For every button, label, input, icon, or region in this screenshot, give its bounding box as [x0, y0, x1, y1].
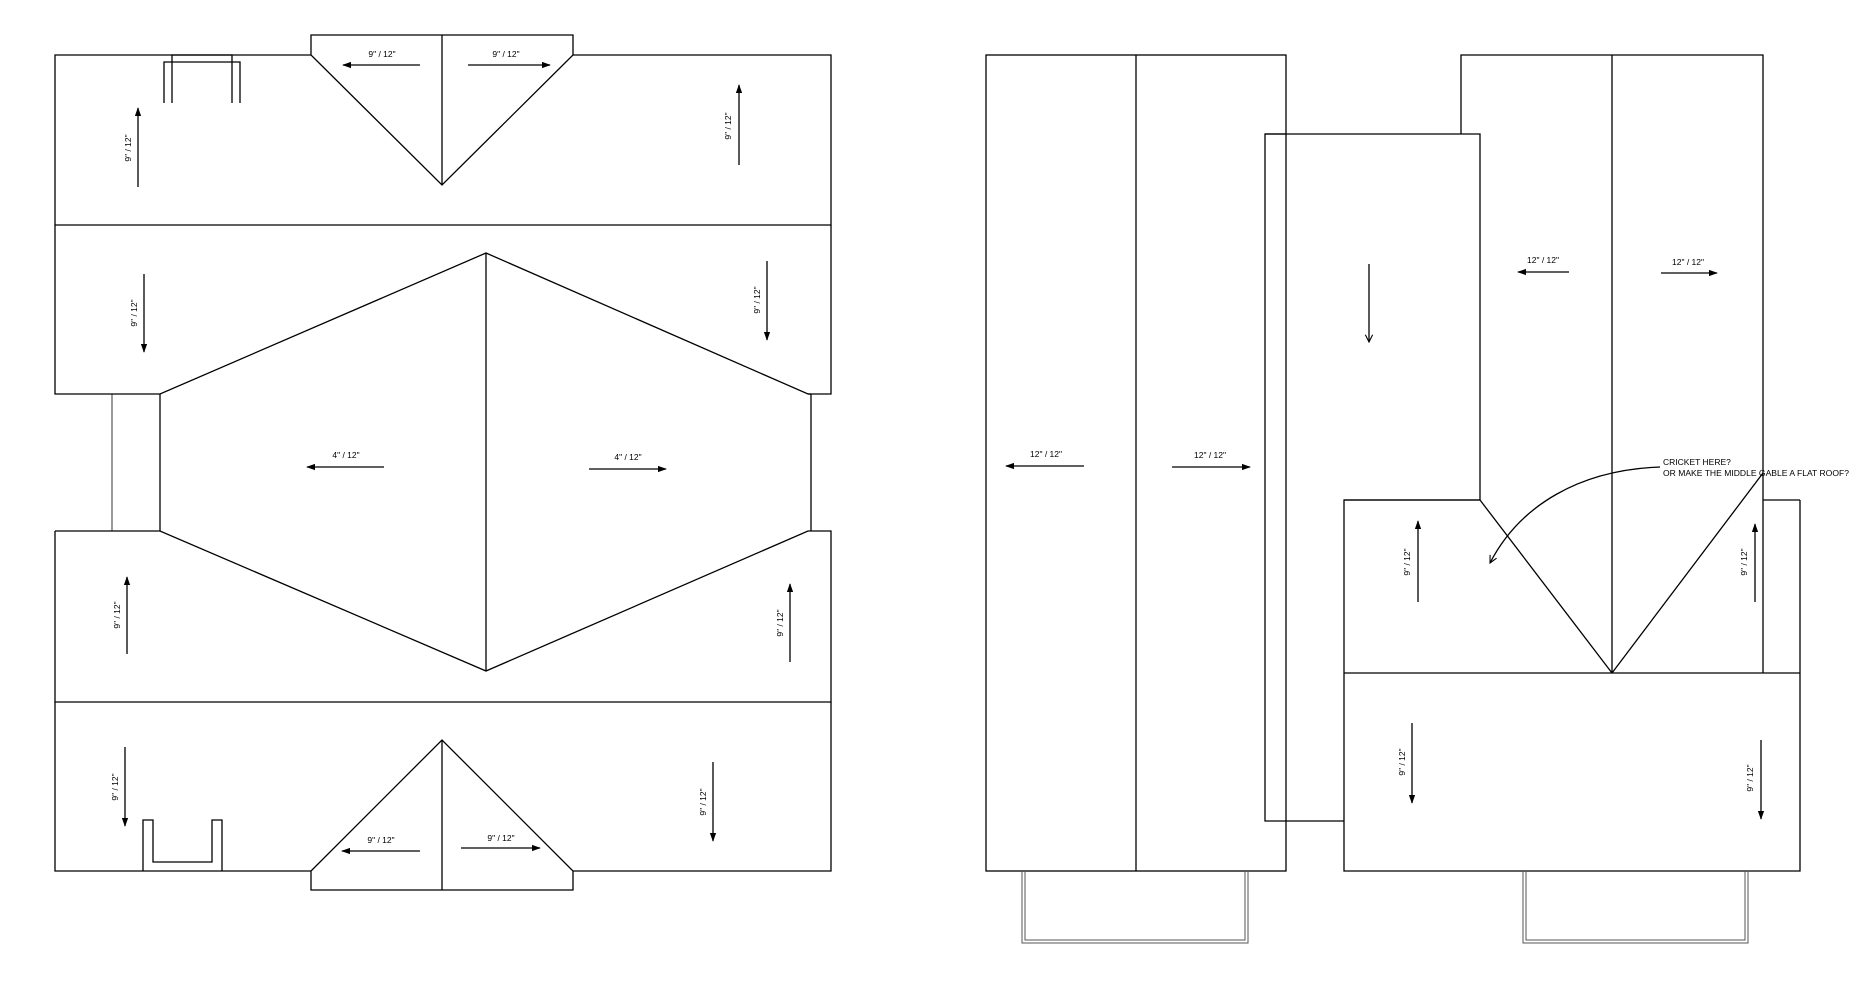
pitch-label: 9" / 12" — [752, 286, 762, 313]
chimney-bottom — [142, 819, 223, 871]
pitch-label: 9" / 12" — [698, 788, 708, 815]
bottom-gable-outline — [310, 739, 574, 891]
pitch-label: 9" / 12" — [367, 835, 394, 845]
pitch-label: 9" / 12" — [487, 833, 514, 843]
pitch-label: 9" / 12" — [1745, 764, 1755, 791]
pitch-label: 9" / 12" — [492, 49, 519, 59]
pitch-label: 9" / 12" — [112, 601, 122, 628]
right-porch-outer — [1522, 871, 1749, 944]
left-roof-plan: 9" / 12" 9" / 12" 9" / 12" 9" / 12" 9" /… — [54, 34, 832, 891]
pitch-label: 4" / 12" — [332, 450, 359, 460]
valley-left — [1479, 499, 1613, 674]
pitch-label: 9" / 12" — [110, 773, 120, 800]
upper-mid-outline — [54, 225, 832, 395]
cricket-note-line2: OR MAKE THE MIDDLE GABLE A FLAT ROOF? — [1663, 468, 1849, 478]
middle-gable-outline — [1264, 133, 1344, 822]
chimney-top — [163, 61, 241, 103]
right-porch-inner — [1525, 871, 1746, 941]
valley-right — [1611, 472, 1764, 674]
cricket-note-line1: CRICKET HERE? — [1663, 457, 1731, 467]
middle-gable-right-edge — [1265, 133, 1481, 501]
pitch-label: 9" / 12" — [1397, 748, 1407, 775]
bottom-strip-outline-right — [573, 702, 832, 872]
pitch-label: 9" / 12" — [129, 299, 139, 326]
pitch-label: 9" / 12" — [368, 49, 395, 59]
pitch-label: 9" / 12" — [1739, 548, 1749, 575]
pitch-label: 12" / 12" — [1030, 449, 1062, 459]
left-porch-outer — [1021, 871, 1249, 944]
cricket-area-outline — [1343, 499, 1801, 872]
pitch-label: 9" / 12" — [775, 609, 785, 636]
top-gable-outline — [310, 34, 574, 186]
bottom-strip-outline — [54, 702, 311, 872]
pitch-label: 12" / 12" — [1672, 257, 1704, 267]
right-roof-plan: 12" / 12" 12" / 12" 12" / 12" 12" / 12" … — [985, 54, 1849, 944]
top-strip-outline — [54, 54, 832, 226]
pitch-label: 12" / 12" — [1527, 255, 1559, 265]
left-porch-inner — [1024, 871, 1246, 941]
pitch-label: 9" / 12" — [123, 134, 133, 161]
chimney-top-inner — [171, 54, 233, 103]
pitch-label: 4" / 12" — [614, 452, 641, 462]
pitch-label: 9" / 12" — [723, 112, 733, 139]
lower-mid-outline — [54, 530, 832, 703]
cricket-note-leader — [1489, 466, 1661, 563]
pitch-label: 12" / 12" — [1194, 450, 1226, 460]
pitch-label: 9" / 12" — [1402, 548, 1412, 575]
